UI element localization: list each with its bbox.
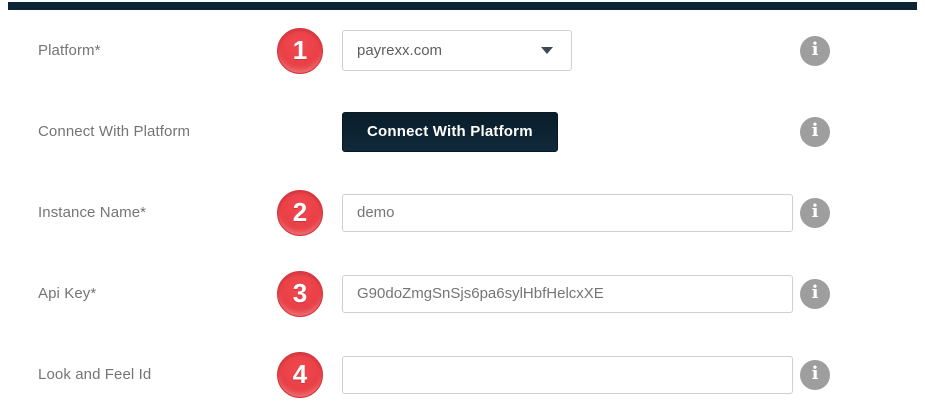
top-divider-bar: [8, 2, 917, 10]
platform-select-value: payrexx.com: [357, 42, 443, 59]
info-icon[interactable]: i: [800, 35, 830, 66]
info-icon[interactable]: i: [800, 116, 830, 147]
connect-label: Connect With Platform: [38, 123, 191, 140]
platform-select[interactable]: payrexx.com: [342, 30, 572, 71]
chevron-down-icon: [541, 47, 553, 54]
instance-name-label: Instance Name*: [38, 204, 147, 221]
instance-name-input[interactable]: [342, 193, 793, 232]
form-row-api-key: Api Key* 3 i: [0, 253, 925, 334]
look-and-feel-id-input[interactable]: [342, 355, 793, 394]
look-and-feel-id-label: Look and Feel Id: [38, 366, 152, 383]
form-row-look-and-feel-id: Look and Feel Id 4 i: [0, 334, 925, 415]
step-badge-4: 4: [277, 351, 323, 398]
step-badge-3: 3: [277, 270, 323, 317]
form-row-platform: Platform* 1 payrexx.com i: [0, 10, 925, 91]
form-row-instance-name: Instance Name* 2 i: [0, 172, 925, 253]
info-icon[interactable]: i: [800, 197, 830, 228]
info-icon[interactable]: i: [800, 359, 830, 390]
form-row-connect: Connect With Platform Connect With Platf…: [0, 91, 925, 172]
step-badge-1: 1: [277, 27, 323, 74]
api-key-input[interactable]: [342, 274, 793, 313]
settings-form: Platform* 1 payrexx.com i Connect With P…: [0, 10, 925, 415]
step-badge-2: 2: [277, 189, 323, 236]
api-key-label: Api Key*: [38, 285, 97, 302]
platform-label: Platform*: [38, 42, 101, 59]
info-icon[interactable]: i: [800, 278, 830, 309]
connect-with-platform-button[interactable]: Connect With Platform: [342, 111, 558, 152]
